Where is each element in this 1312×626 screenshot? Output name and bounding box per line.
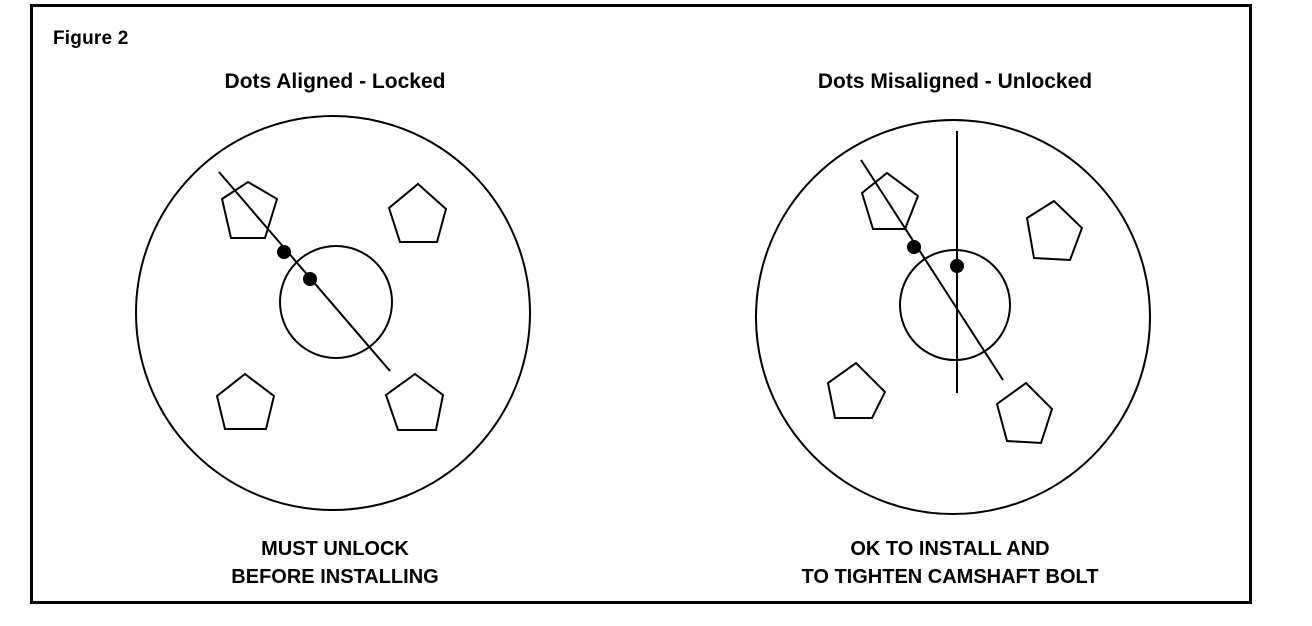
left-dot-outer (277, 245, 291, 259)
right-dot-outer (907, 240, 921, 254)
left-hub-circle (279, 245, 393, 359)
right-panel-title: Dots Misaligned - Unlocked (817, 70, 1093, 93)
figure-label: Figure 2 (53, 28, 129, 49)
left-panel-caption: MUST UNLOCK BEFORE INSTALLING (180, 535, 490, 591)
left-caption-line1: MUST UNLOCK (261, 538, 409, 560)
left-pentagon-bottom-right (384, 372, 445, 431)
left-outer-circle (135, 115, 531, 511)
right-pentagon-bottom-left (826, 361, 887, 419)
right-panel-caption: OK TO INSTALL AND TO TIGHTEN CAMSHAFT BO… (770, 535, 1130, 591)
left-panel-title: Dots Aligned - Locked (224, 70, 446, 93)
right-pentagon-bottom-right (995, 381, 1054, 445)
left-pentagon-top-left (220, 180, 279, 239)
figure-frame (30, 4, 1252, 604)
right-outer-circle (755, 119, 1151, 515)
left-sprocket (135, 115, 531, 511)
left-caption-line2: BEFORE INSTALLING (231, 566, 439, 588)
right-pentagon-top-left (860, 171, 920, 230)
left-dot-inner (303, 272, 317, 286)
right-caption-line2: TO TIGHTEN CAMSHAFT BOLT (801, 566, 1099, 588)
right-sprocket (755, 119, 1151, 515)
left-pentagon-bottom-left (215, 372, 276, 430)
right-caption-line1: OK TO INSTALL AND (850, 538, 1050, 560)
right-dot-inner (950, 259, 964, 273)
left-alignment-line (218, 171, 391, 372)
right-misaligned-line (860, 159, 1004, 381)
right-pentagon-top-right (1025, 199, 1084, 262)
right-hub-circle (899, 249, 1011, 361)
left-pentagon-top-right (387, 182, 448, 243)
